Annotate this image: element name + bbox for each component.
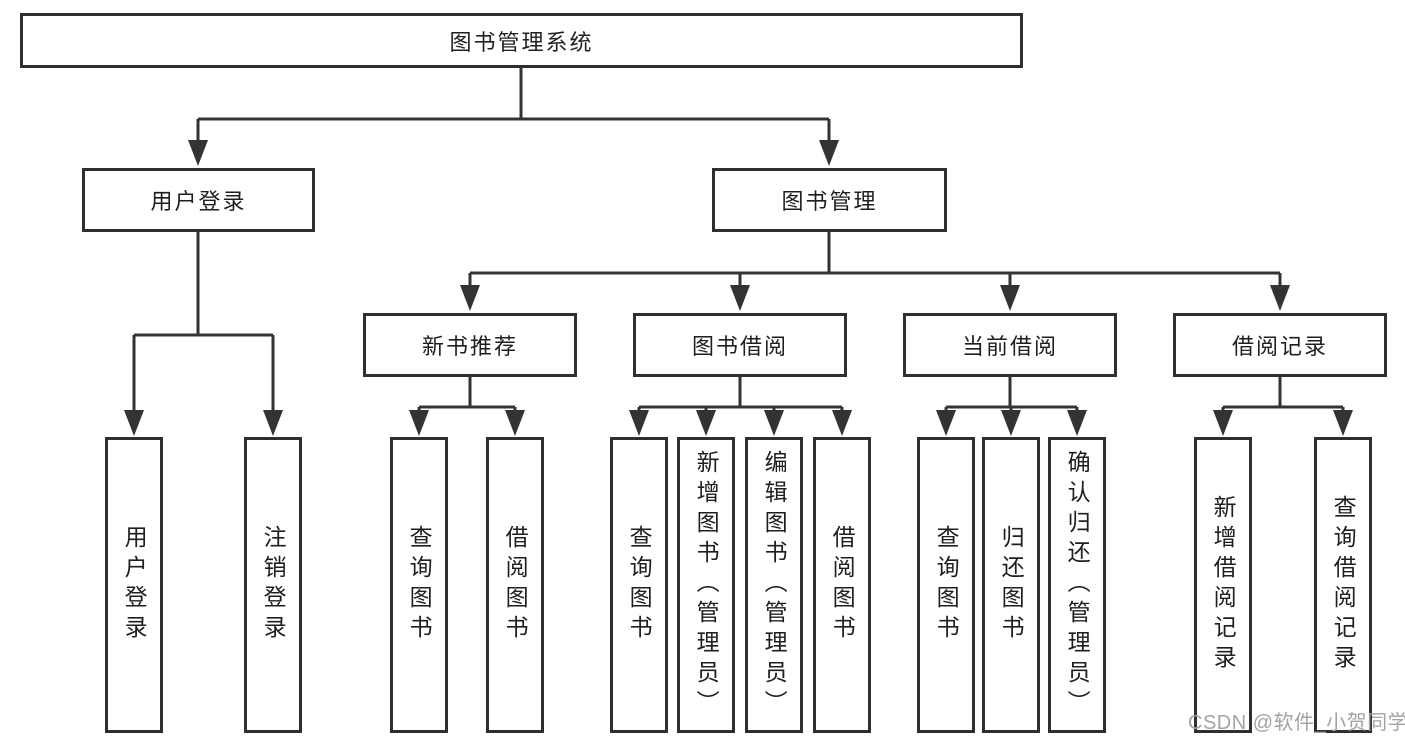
arrowhead	[1270, 285, 1290, 311]
arrowhead	[764, 410, 784, 436]
leaf-label: 查询图书	[406, 525, 433, 645]
arrowhead	[1067, 410, 1087, 436]
leaf-label: 借阅图书	[829, 525, 856, 645]
leaf-label: 新增借阅记录	[1210, 495, 1237, 675]
leaf-query-books-current: 查询图书	[917, 437, 975, 733]
leaf-label: 查询图书	[626, 525, 653, 645]
arrowhead	[409, 410, 429, 436]
leaf-label: 注销登录	[260, 525, 287, 645]
arrowhead	[819, 140, 839, 166]
leaf-query-books-newbook: 查询图书	[390, 437, 448, 733]
leaf-label: 归还图书	[998, 525, 1025, 645]
leaf-confirm-return-admin: 确认归还（管理员）	[1048, 437, 1106, 733]
connector-borrow-records-to-leaves	[1221, 377, 1345, 416]
leaf-label: 编辑图书（管理员）	[761, 450, 788, 720]
leaf-label: 确认归还（管理员）	[1064, 450, 1091, 720]
leaf-return-books: 归还图书	[982, 437, 1040, 733]
arrowhead	[629, 410, 649, 436]
connector-new-book-to-leaves	[417, 377, 517, 416]
arrowhead	[1000, 285, 1020, 311]
arrowhead	[1001, 410, 1021, 436]
node-current-borrowing: 当前借阅	[903, 313, 1117, 377]
watermark: CSDN @软件_小贺同学	[1188, 712, 1405, 734]
arrowhead	[505, 410, 525, 436]
connector-book-mgmt-to-level3	[468, 232, 1282, 292]
leaf-edit-books-admin: 编辑图书（管理员）	[745, 437, 803, 733]
arrowhead	[124, 410, 144, 436]
arrowhead	[696, 410, 716, 436]
arrowhead	[832, 410, 852, 436]
arrowhead	[188, 140, 208, 166]
leaf-add-borrow-record: 新增借阅记录	[1194, 437, 1252, 733]
leaf-label: 用户登录	[121, 525, 148, 645]
leaf-label: 借阅图书	[502, 525, 529, 645]
node-book-borrowing: 图书借阅	[633, 313, 847, 377]
arrowhead	[1333, 410, 1353, 436]
arrowhead	[263, 410, 283, 436]
leaf-query-borrow-record: 查询借阅记录	[1314, 437, 1372, 733]
connector-user-login-to-leaves	[132, 232, 275, 416]
node-book-management: 图书管理	[712, 168, 947, 232]
arrowhead	[936, 410, 956, 436]
node-user-login: 用户登录	[82, 168, 315, 232]
connector-root-to-level2	[196, 68, 831, 146]
leaf-query-books-borrowing: 查询图书	[610, 437, 668, 733]
leaf-add-books-admin: 新增图书（管理员）	[677, 437, 735, 733]
node-library-management-system: 图书管理系统	[20, 13, 1023, 68]
arrowhead	[730, 285, 750, 311]
leaf-borrow-books-newbook: 借阅图书	[486, 437, 544, 733]
leaf-label: 新增图书（管理员）	[693, 450, 720, 720]
leaf-logout: 注销登录	[244, 437, 302, 733]
connector-book-borrow-to-leaves	[637, 377, 844, 416]
node-new-book-recommendation: 新书推荐	[363, 313, 577, 377]
arrowhead	[460, 285, 480, 311]
arrowhead	[1213, 410, 1233, 436]
leaf-user-login: 用户登录	[105, 437, 163, 733]
leaf-label: 查询借阅记录	[1330, 495, 1357, 675]
leaf-label: 查询图书	[933, 525, 960, 645]
node-borrowing-records: 借阅记录	[1173, 313, 1387, 377]
connector-current-borrow-to-leaves	[944, 377, 1079, 416]
leaf-borrow-books-borrowing: 借阅图书	[813, 437, 871, 733]
